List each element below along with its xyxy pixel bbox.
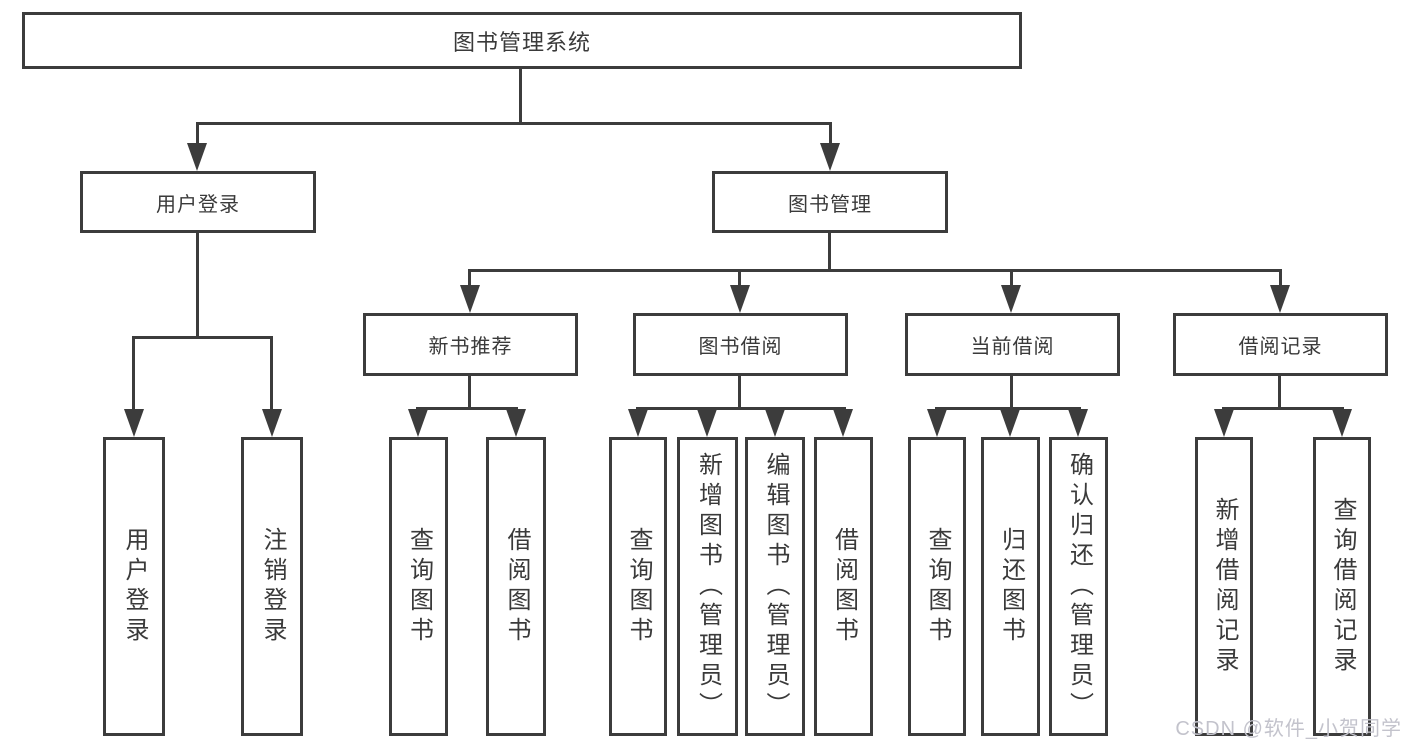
arrow-down-icon: [187, 143, 207, 171]
node-label: 图书管理系统: [452, 29, 591, 55]
leaf-query-books-recommend: 查询图书: [389, 437, 448, 736]
leaf-label: 查询图书: [405, 526, 433, 647]
node-root: 图书管理系统: [22, 12, 1022, 69]
leaf-query-books-current: 查询图书: [908, 437, 966, 736]
leaf-query-books-borrowing: 查询图书: [609, 437, 667, 736]
node-user-login: 用户登录: [80, 171, 316, 233]
node-label: 借阅记录: [1238, 336, 1323, 358]
leaf-confirm-return-admin: 确认归还（管理员）: [1049, 437, 1108, 736]
node-new-book-recommend: 新书推荐: [363, 313, 578, 376]
arrow-down-icon: [730, 285, 750, 313]
arrow-down-icon: [1001, 285, 1021, 313]
connector-root-branch: [196, 122, 832, 125]
arrow-down-icon: [820, 143, 840, 171]
arrow-down-icon: [506, 409, 526, 437]
connector-current-stem: [1010, 375, 1013, 409]
connector-borrowing-branch: [636, 407, 846, 410]
leaf-borrow-books-recommend: 借阅图书: [486, 437, 546, 736]
node-current-borrowing: 当前借阅: [905, 313, 1120, 376]
connector-login-drop-left: [132, 336, 135, 414]
connector-records-branch: [1222, 407, 1344, 410]
leaf-logout: 注销登录: [241, 437, 303, 736]
connector-mgmt-drop-4: [1279, 269, 1282, 293]
arrow-down-icon: [1332, 409, 1352, 437]
connector-recommend-stem: [468, 375, 471, 409]
connector-login-branch: [132, 336, 273, 339]
connector-root-drop-right: [829, 122, 832, 150]
node-label: 用户登录: [156, 193, 240, 216]
connector-recommend-branch: [416, 407, 518, 410]
connector-mgmt-stem: [828, 233, 831, 271]
leaf-query-borrow-record: 查询借阅记录: [1313, 437, 1371, 736]
leaf-label: 新增图书（管理员）: [694, 451, 722, 722]
connector-login-drop-right: [270, 336, 273, 414]
connector-mgmt-drop-2: [738, 269, 741, 293]
node-book-borrowing: 图书借阅: [633, 313, 848, 376]
leaf-edit-book-admin: 编辑图书（管理员）: [745, 437, 805, 736]
connector-root-drop-left: [196, 122, 199, 150]
connector-current-branch: [935, 407, 1081, 410]
arrow-down-icon: [1068, 409, 1088, 437]
leaf-borrow-books-borrowing: 借阅图书: [814, 437, 873, 736]
node-borrowing-records: 借阅记录: [1173, 313, 1388, 376]
arrow-down-icon: [697, 409, 717, 437]
arrow-down-icon: [628, 409, 648, 437]
arrow-down-icon: [833, 409, 853, 437]
leaf-add-book-admin: 新增图书（管理员）: [677, 437, 738, 736]
csdn-watermark: CSDN @软件_小贺同学: [1175, 718, 1402, 740]
connector-records-stem: [1278, 375, 1281, 409]
leaf-label: 查询图书: [924, 526, 951, 647]
leaf-label: 借阅图书: [830, 526, 858, 647]
arrow-down-icon: [927, 409, 947, 437]
connector-login-stem: [196, 233, 199, 338]
connector-borrowing-stem: [738, 375, 741, 409]
connector-root-stem: [519, 68, 522, 124]
arrow-down-icon: [460, 285, 480, 313]
leaf-label: 借阅图书: [503, 526, 530, 647]
arrow-down-icon: [765, 409, 785, 437]
arrow-down-icon: [1270, 285, 1290, 313]
connector-mgmt-drop-1: [468, 269, 471, 293]
node-label: 图书借阅: [698, 336, 783, 358]
arrow-down-icon: [124, 409, 144, 437]
arrow-down-icon: [1214, 409, 1234, 437]
connector-mgmt-drop-3: [1010, 269, 1013, 293]
leaf-label: 归还图书: [997, 526, 1025, 647]
leaf-add-borrow-record: 新增借阅记录: [1195, 437, 1253, 736]
node-label: 图书管理: [788, 193, 872, 216]
leaf-label: 注销登录: [259, 526, 286, 647]
leaf-label: 编辑图书（管理员）: [762, 451, 789, 722]
leaf-label: 查询借阅记录: [1329, 496, 1356, 677]
node-book-management: 图书管理: [712, 171, 948, 233]
connector-mgmt-branch: [468, 269, 1282, 272]
arrow-down-icon: [262, 409, 282, 437]
arrow-down-icon: [1000, 409, 1020, 437]
arrow-down-icon: [408, 409, 428, 437]
node-label: 新书推荐: [428, 336, 513, 358]
leaf-label: 新增借阅记录: [1211, 496, 1238, 677]
leaf-user-login: 用户登录: [103, 437, 165, 736]
leaf-label: 确认归还（管理员）: [1065, 451, 1093, 722]
leaf-label: 查询图书: [625, 526, 652, 647]
leaf-label: 用户登录: [121, 526, 148, 647]
node-label: 当前借阅: [970, 336, 1055, 358]
leaf-return-books: 归还图书: [981, 437, 1040, 736]
